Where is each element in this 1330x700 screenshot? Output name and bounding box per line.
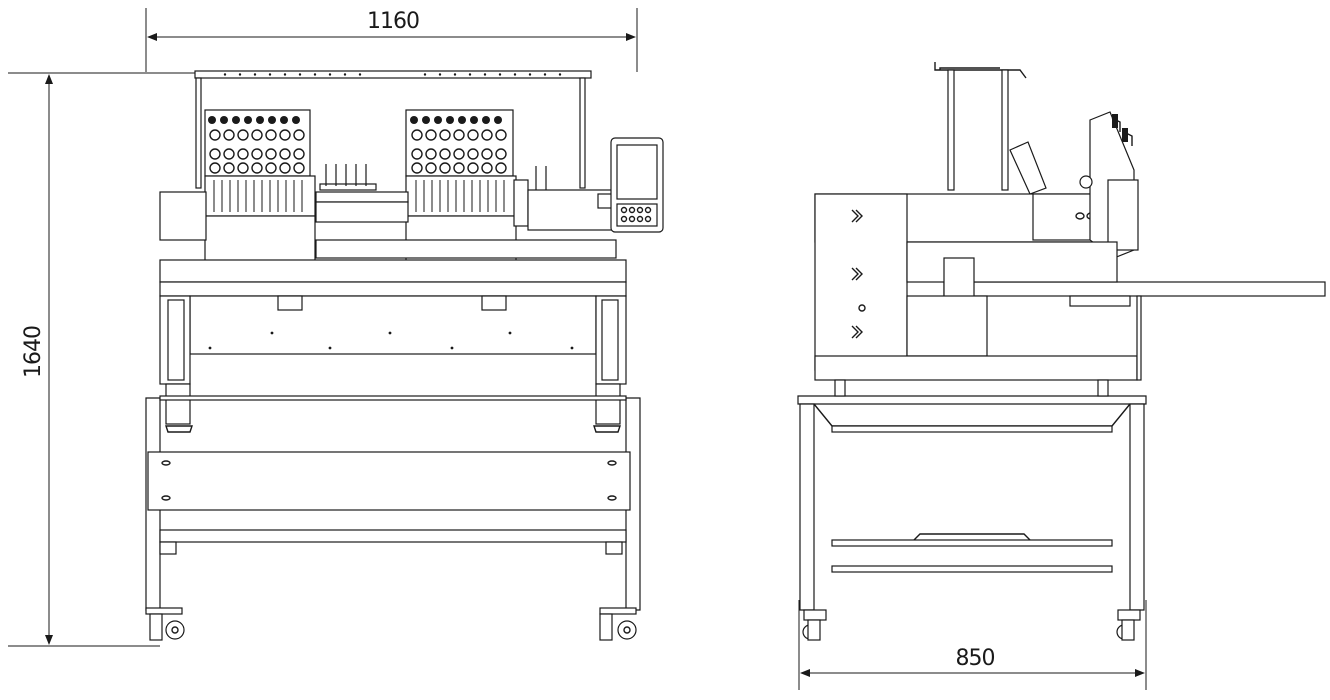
- dimension-height: [8, 72, 200, 647]
- dimension-width-label: 1160: [367, 9, 419, 34]
- dimension-height-label: 1640: [21, 326, 46, 378]
- stand-side: [797, 395, 1147, 641]
- head-side: [1079, 111, 1139, 259]
- dimension-width-front: [145, 8, 638, 72]
- left-side-cover: [159, 191, 207, 241]
- front-cover: [189, 295, 597, 355]
- stand-front: [145, 395, 641, 641]
- sewing-table: [943, 281, 1326, 297]
- side-view: [797, 62, 1326, 641]
- control-panel-side: [1009, 141, 1047, 195]
- side-panel: [814, 193, 908, 371]
- tension-knobs-left: [208, 116, 305, 174]
- crossbar-panel: [147, 451, 631, 511]
- tension-knobs-right: [410, 116, 507, 174]
- thread-stand-holes: [223, 73, 562, 76]
- dimension-depth-side: [798, 600, 1147, 690]
- front-view: [145, 70, 664, 641]
- dimension-depth-label: 850: [956, 646, 995, 671]
- control-panel: [610, 137, 664, 233]
- table-frame: [159, 259, 627, 283]
- thread-stand-side: [934, 62, 1027, 191]
- thread-guides: [319, 164, 547, 191]
